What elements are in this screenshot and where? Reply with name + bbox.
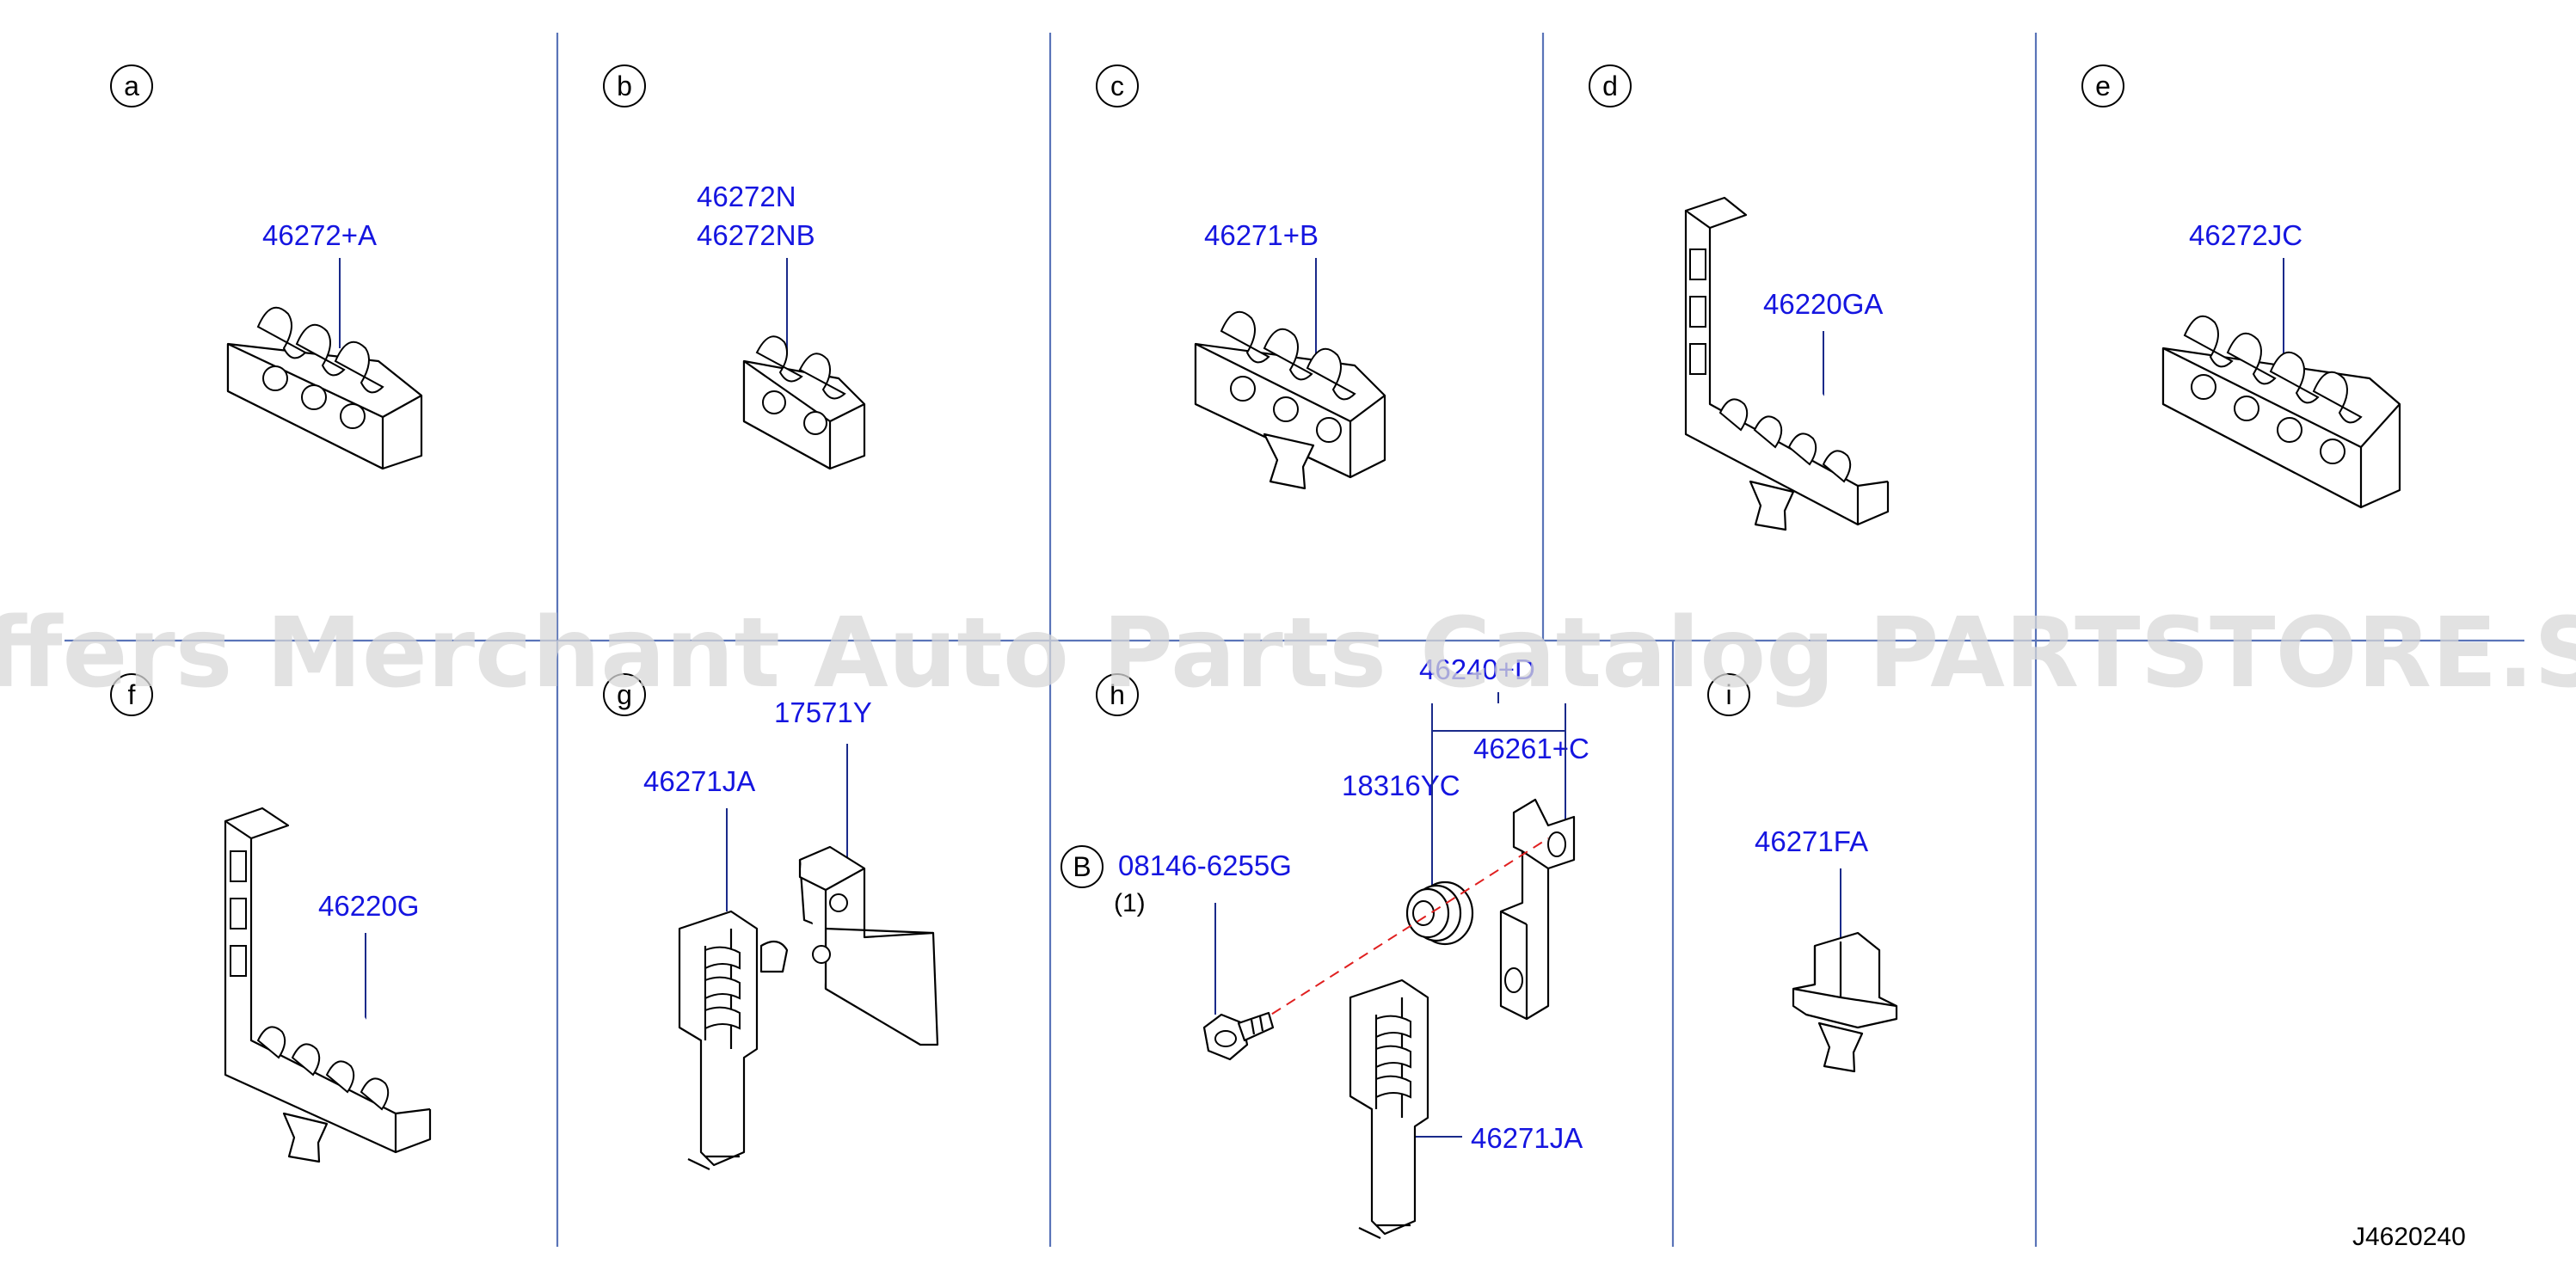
part-group-17571Y: 17571Y <box>774 696 939 1046</box>
svg-text:b: b <box>617 71 632 101</box>
panel-label-c: c <box>1096 64 1139 107</box>
svg-text:f: f <box>128 679 136 710</box>
clip-46220GA-drawing <box>1684 196 1890 531</box>
part-group-46261C: 46261+C <box>1473 731 1589 1021</box>
panel-label-f: f <box>110 673 153 716</box>
assembly-dashed-line <box>1257 837 1549 1024</box>
panel-label-h: h <box>1096 673 1139 716</box>
bracket-46261C-drawing <box>1499 798 1576 1021</box>
clip-46271B-drawing <box>1194 310 1386 490</box>
panel-label-g: g <box>603 673 646 716</box>
diagram-code: J4620240 <box>2352 1223 2466 1251</box>
clip-46271JA-h-drawing <box>1349 978 1429 1239</box>
part-group-46271JA-h: 46271JA <box>1349 978 1583 1239</box>
part-number-08146-6255G[interactable]: 08146-6255G <box>1118 850 1292 881</box>
grommet-18316YC-drawing <box>1405 880 1474 946</box>
panel-separators <box>65 33 2524 1247</box>
part-group-46272A: 46272+A <box>226 219 423 470</box>
part-number-46272A[interactable]: 46272+A <box>262 219 377 251</box>
part-group-46220G: 46220G <box>224 807 432 1163</box>
svg-text:h: h <box>1110 679 1125 710</box>
svg-text:a: a <box>124 71 139 101</box>
part-number-46271JA-g[interactable]: 46271JA <box>643 765 755 797</box>
part-number-46240D[interactable]: 46240+D <box>1419 653 1535 685</box>
clip-46272A-drawing <box>226 306 423 470</box>
bolt-08146-6255G-drawing <box>1202 1011 1275 1061</box>
part-number-46220G[interactable]: 46220G <box>318 890 419 922</box>
bracket-17571Y-drawing <box>798 845 939 1046</box>
part-number-18316YC[interactable]: 18316YC <box>1342 770 1460 801</box>
part-number-46272N[interactable]: 46272N <box>697 181 796 212</box>
part-group-46271JA-g: 46271JA <box>643 765 789 1170</box>
part-number-46261C[interactable]: 46261+C <box>1473 733 1589 764</box>
part-number-46272JC[interactable]: 46272JC <box>2189 219 2302 251</box>
part-group-46272JC: 46272JC <box>2161 219 2401 509</box>
svg-text:B: B <box>1073 851 1091 882</box>
bolt-quantity: (1) <box>1114 889 1146 917</box>
svg-text:i: i <box>1725 679 1731 710</box>
part-number-46271JA-h[interactable]: 46271JA <box>1471 1122 1583 1154</box>
panel-label-e: e <box>2081 64 2124 107</box>
panel-label-b: b <box>603 64 646 107</box>
part-group-46271FA: 46271FA <box>1755 825 1898 1073</box>
svg-text:e: e <box>2095 71 2111 101</box>
part-number-46271B[interactable]: 46271+B <box>1204 219 1319 251</box>
clip-46271JA-g-drawing <box>678 910 789 1170</box>
svg-text:c: c <box>1110 71 1124 101</box>
bolt-marker-circle: B <box>1061 845 1104 888</box>
part-number-46220GA[interactable]: 46220GA <box>1763 288 1883 320</box>
part-number-46272NB[interactable]: 46272NB <box>697 219 815 251</box>
watermark-text: Offers Merchant Auto Parts Catalog PARTS… <box>0 598 2576 709</box>
part-group-08146-6255G: B 08146-6255G (1) <box>1061 845 1292 1061</box>
clip-46220G-drawing <box>224 807 432 1163</box>
svg-text:g: g <box>617 679 632 710</box>
part-group-46272N: 46272N 46272NB <box>697 181 866 470</box>
clip-46271FA-drawing <box>1792 931 1898 1073</box>
part-group-46220GA: 46220GA <box>1684 196 1890 531</box>
clip-46272JC-drawing <box>2161 315 2401 509</box>
clip-46272N-drawing <box>742 335 866 470</box>
part-group-18316YC: 18316YC <box>1342 731 1474 946</box>
part-number-17571Y[interactable]: 17571Y <box>774 696 872 728</box>
svg-text:d: d <box>1602 71 1618 101</box>
panel-label-a: a <box>110 64 153 107</box>
panel-label-d: d <box>1589 64 1632 107</box>
panel-label-i: i <box>1707 673 1750 716</box>
part-group-46271B: 46271+B <box>1194 219 1386 490</box>
part-number-46271FA[interactable]: 46271FA <box>1755 825 1868 857</box>
part-group-46240D: 46240+D <box>1419 653 1566 732</box>
